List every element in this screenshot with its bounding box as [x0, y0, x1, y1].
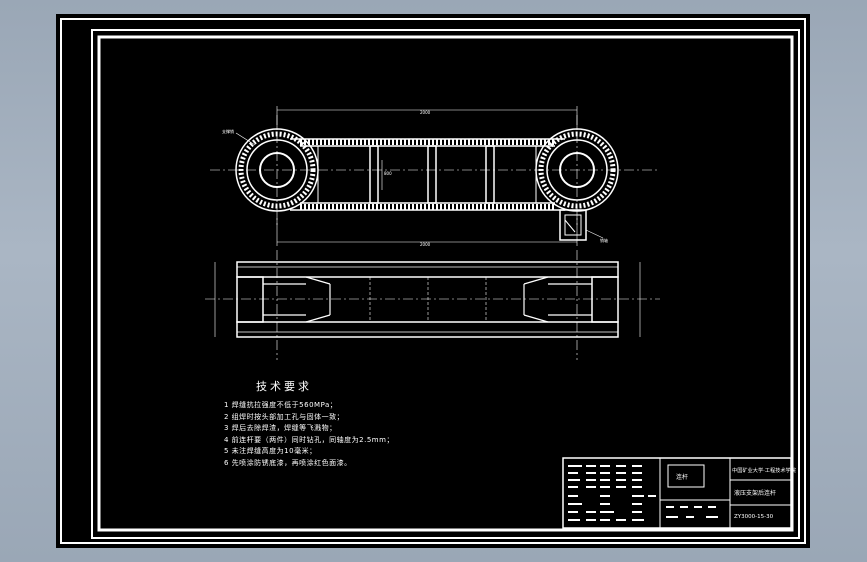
tech-line: 1 焊缝抗拉强度不低于560MPa； [224, 401, 338, 409]
drawing-frame [97, 35, 794, 532]
callout-right: 销轴 [600, 237, 608, 243]
tech-line: 4 前连杆要（两件）同时钻孔，同轴度为2.5mm； [224, 435, 394, 444]
title-block [562, 457, 792, 529]
outer-frame-inner [91, 29, 800, 539]
technical-requirements: 技术要求 1 焊缝抗拉强度不低于560MPa； 2 组焊时按头部加工孔与固体一致… [224, 378, 394, 470]
title-block-grid [568, 465, 718, 521]
top-view [205, 250, 660, 360]
dim-vertical: 800 [384, 171, 392, 176]
front-view [210, 106, 660, 246]
tech-line: 6 先喷涂防锈底漆，再喷涂红色面漆。 [224, 458, 352, 467]
tech-line: 3 焊后去除焊渣，焊缝等飞溅物； [224, 424, 337, 433]
part-designation: 液压支架后连杆 [734, 489, 776, 497]
callout-left: 支撑销 [222, 128, 234, 134]
dim-top-length: 2000 [420, 110, 431, 115]
tech-line: 2 组焊时按头部加工孔与固体一致； [224, 412, 345, 421]
outer-border [60, 18, 806, 544]
drawing-sheet [56, 14, 810, 548]
tech-title: 技术要求 [256, 380, 312, 393]
school-name: 中国矿业大学·工程技术学院 [732, 466, 797, 474]
part-name: 连杆 [676, 473, 688, 481]
tech-line: 5 未注焊缝高度为10毫米； [224, 447, 317, 456]
drawing-number: ZY3000-15-30 [734, 514, 774, 520]
dim-bottom-length: 2000 [420, 242, 431, 247]
